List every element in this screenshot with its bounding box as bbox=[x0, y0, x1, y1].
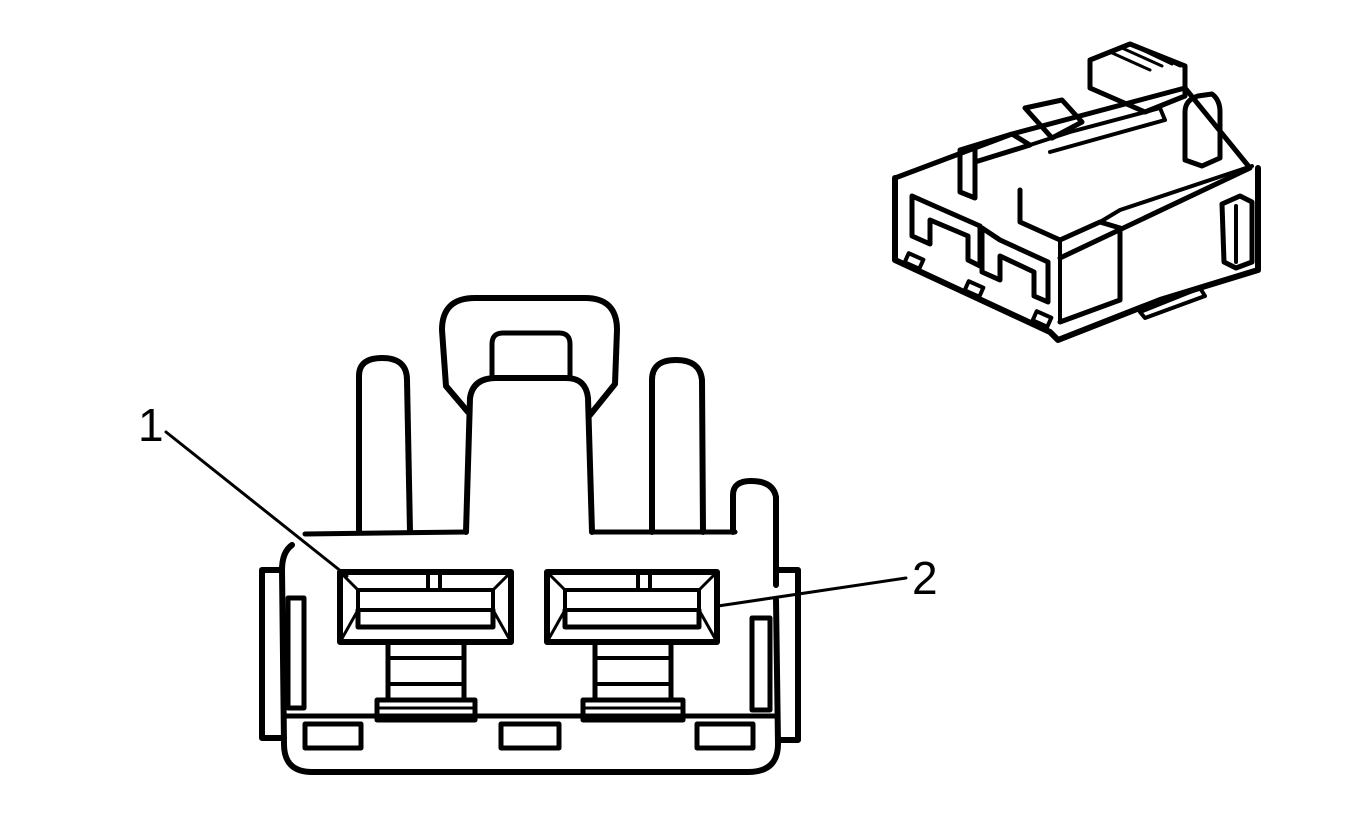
callout-label-2: 2 bbox=[912, 552, 938, 604]
body-top-edge bbox=[302, 529, 738, 537]
callout-label-1: 1 bbox=[138, 399, 164, 451]
connector-isometric-view bbox=[892, 41, 1261, 343]
iso-latch-block bbox=[957, 131, 1033, 201]
callout-1-leader bbox=[164, 430, 349, 578]
terminal-cavity-1 bbox=[337, 569, 514, 723]
iso-latch-arm bbox=[1022, 97, 1085, 141]
bottom-vent-center bbox=[498, 721, 562, 751]
iso-cavity-left bbox=[909, 193, 983, 269]
bottom-vent-right bbox=[694, 721, 756, 751]
terminal-cavity-2 bbox=[544, 569, 720, 723]
connector-front-view bbox=[259, 295, 801, 775]
iso-latch-ramp bbox=[1028, 106, 1167, 154]
iso-vent-right bbox=[1030, 309, 1054, 329]
iso-cavity-right bbox=[979, 225, 1051, 305]
right-post bbox=[649, 357, 706, 535]
iso-vent-center bbox=[962, 279, 986, 299]
right-tab bbox=[730, 478, 779, 588]
iso-right-post bbox=[1182, 91, 1223, 169]
iso-underside-lip bbox=[1138, 286, 1207, 320]
left-side-rail bbox=[259, 567, 287, 741]
housing-body bbox=[279, 542, 781, 775]
iso-vent-left bbox=[902, 251, 926, 271]
right-side-slot bbox=[749, 615, 773, 713]
right-side-rail bbox=[773, 567, 801, 743]
center-tab bbox=[463, 375, 595, 535]
bottom-vent-left bbox=[302, 721, 364, 751]
top-latch-outer bbox=[439, 295, 620, 418]
iso-ribbed-grip bbox=[1087, 41, 1188, 115]
left-side-slot bbox=[285, 595, 307, 711]
top-latch-window bbox=[489, 330, 573, 381]
iso-side-clip bbox=[1219, 193, 1255, 271]
iso-front-face bbox=[892, 165, 1261, 343]
left-post bbox=[356, 355, 413, 535]
callout-2-leader bbox=[716, 576, 908, 608]
